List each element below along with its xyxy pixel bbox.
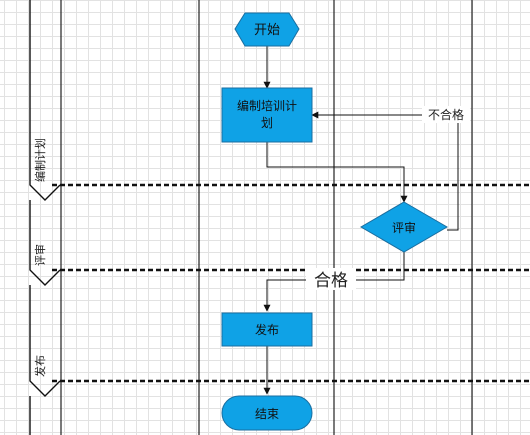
- edge-plan-to-review: [266, 142, 408, 203]
- end-node-label: 结束: [255, 407, 279, 421]
- pass-label-bg: [306, 268, 356, 290]
- lane-header-2-outline: [29, 200, 61, 286]
- plan-node-label-line2: 划: [261, 116, 273, 130]
- column-dividers: [60, 0, 473, 435]
- plan-node-label: 编制培训计划: [237, 98, 297, 130]
- end-node-shape[interactable]: [221, 395, 313, 431]
- publish-node-label: 发布: [255, 322, 279, 337]
- lane-header-3-outline: [29, 285, 61, 397]
- lane-label-publish: 发布: [33, 355, 47, 377]
- end-node[interactable]: 结束: [221, 395, 313, 431]
- start-node[interactable]: 开始: [234, 12, 300, 47]
- lane-label-plan: 编制计划: [33, 138, 47, 182]
- lane-header-strip: [29, 0, 61, 435]
- lane-header-1-outline: [29, 0, 61, 201]
- edge-review-reject: [311, 111, 459, 231]
- publish-node-shape[interactable]: [221, 312, 313, 347]
- plan-node-label-line1: 编制培训计: [237, 98, 297, 113]
- start-node-shape[interactable]: [234, 12, 300, 47]
- review-node-label: 评审: [392, 220, 416, 235]
- reject-label: 不合格: [428, 107, 464, 122]
- reject-label-bg: [422, 106, 470, 123]
- review-node[interactable]: 评审: [360, 201, 448, 253]
- lane-label-review: 评审: [33, 244, 47, 266]
- plan-node[interactable]: 编制培训计划: [221, 87, 313, 143]
- pass-label: 合格: [314, 271, 348, 291]
- plan-node-shape[interactable]: [221, 87, 313, 143]
- publish-node[interactable]: 发布: [221, 312, 313, 347]
- start-node-label: 开始: [254, 23, 280, 38]
- review-node-shape[interactable]: [360, 201, 448, 253]
